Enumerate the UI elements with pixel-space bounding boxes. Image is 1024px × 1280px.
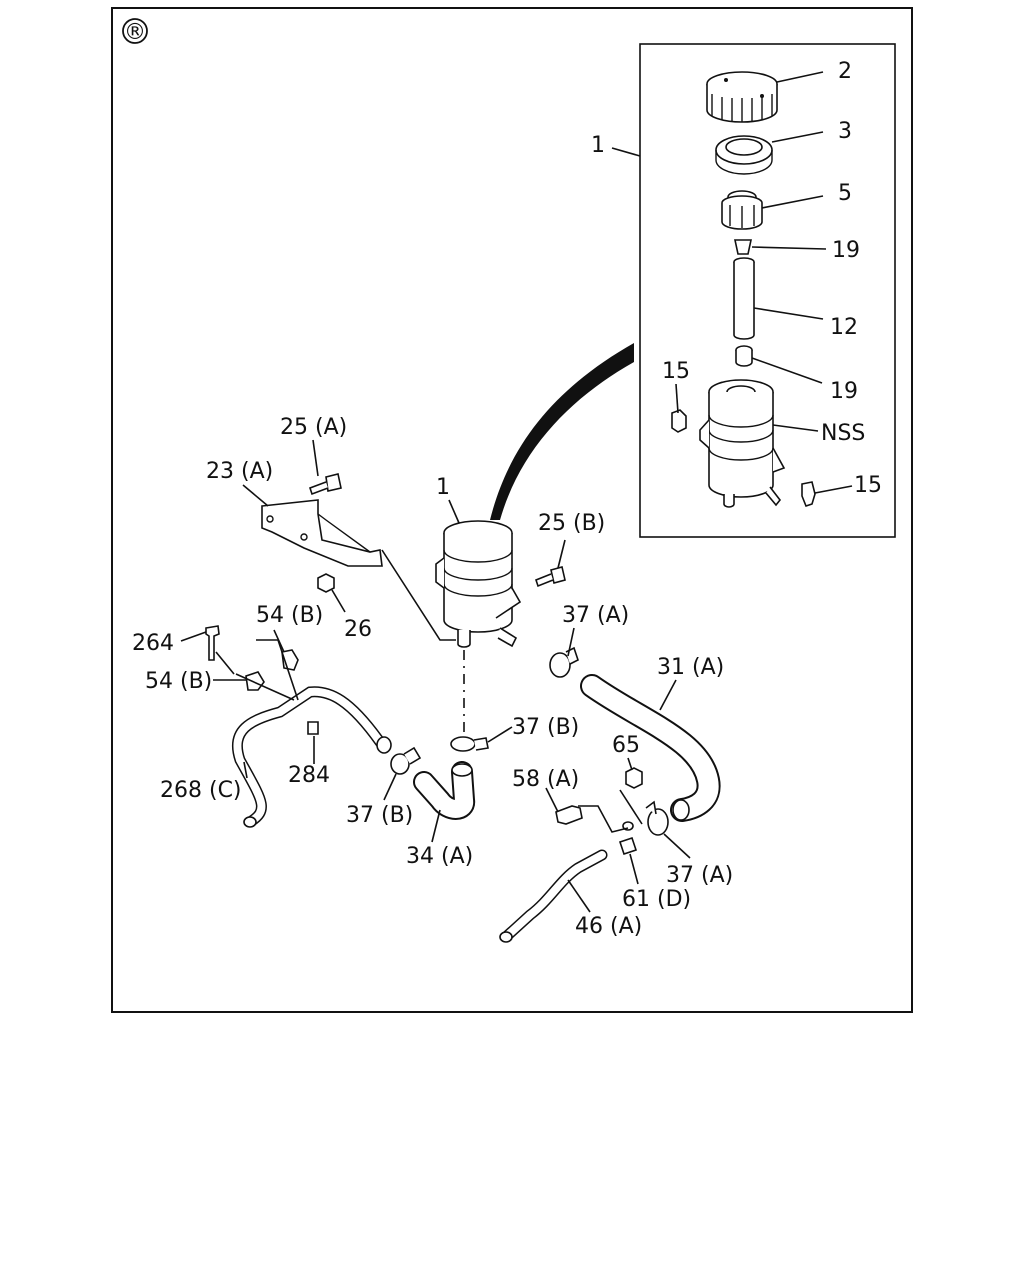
label-1-inset: 1	[591, 133, 605, 158]
label-3: 3	[838, 119, 852, 144]
inset-connector-band	[490, 343, 634, 520]
part-hose-34a-inner	[415, 763, 474, 818]
label-31a: 31 (A)	[657, 655, 724, 680]
label-2: 2	[838, 59, 852, 84]
label-15-upper: 15	[662, 359, 690, 384]
label-37b-low: 37 (B)	[346, 803, 413, 828]
part-clamp-37a-low	[645, 800, 669, 836]
part-bolt-25b	[535, 566, 566, 588]
label-54b-left: 54 (B)	[145, 669, 212, 694]
label-26: 26	[344, 617, 372, 642]
label-15-lower: 15	[854, 473, 882, 498]
label-58a: 58 (A)	[512, 767, 579, 792]
part-strainer	[721, 190, 763, 230]
label-19-lower: 19	[830, 379, 858, 404]
part-bolt-264	[205, 625, 220, 661]
part-bolt-25a	[308, 473, 342, 496]
part-clip-upper	[671, 409, 687, 433]
part-hose-31a-inner	[582, 676, 719, 820]
label-268c: 268 (C)	[160, 778, 242, 803]
part-seal-upper	[734, 239, 752, 255]
part-pipe-268c	[231, 686, 392, 828]
part-seal-lower	[735, 345, 753, 367]
label-37a-low: 37 (A)	[666, 863, 733, 888]
label-264: 264	[132, 631, 174, 656]
inset-leaders	[611, 71, 853, 494]
part-clamp-37b-low	[390, 746, 422, 775]
label-34a: 34 (A)	[406, 844, 473, 869]
part-hose-34a-end	[451, 763, 473, 777]
part-filter-tube	[733, 257, 755, 340]
label-5: 5	[838, 181, 852, 206]
label-61d: 61 (D)	[622, 887, 691, 912]
main-leaders	[180, 439, 691, 913]
part-nut-65	[625, 767, 643, 789]
part-bracket-23a	[261, 499, 383, 567]
label-65: 65	[612, 733, 640, 758]
label-37b-mid: 37 (B)	[512, 715, 579, 740]
label-46a: 46 (A)	[575, 914, 642, 939]
part-clamp-37a-top	[549, 646, 579, 678]
part-nut-26	[317, 573, 335, 593]
label-25b: 25 (B)	[538, 511, 605, 536]
part-clamp-37b-mid	[450, 736, 489, 752]
part-clip-54b-left	[245, 671, 265, 691]
callout-labels: 1 2 3 5 19 12 19 15 NSS 15 25 (A) 23 (A)…	[132, 59, 882, 939]
part-clip-lower	[801, 481, 816, 507]
inset-frame	[639, 43, 896, 538]
label-1-main: 1	[436, 475, 450, 500]
part-hose-31a-end	[672, 799, 690, 821]
part-clip-284	[307, 721, 319, 735]
label-19-upper: 19	[832, 238, 860, 263]
part-reservoir-body	[699, 379, 786, 508]
label-37a-top: 37 (A)	[562, 603, 629, 628]
label-nss: NSS	[821, 421, 865, 446]
label-23a: 23 (A)	[206, 459, 273, 484]
diagram-frame	[111, 7, 913, 1013]
label-54b-top: 54 (B)	[256, 603, 323, 628]
part-pipe-46a	[499, 849, 608, 943]
label-284: 284	[288, 763, 330, 788]
part-cap	[706, 71, 778, 123]
part-fitting-61d	[618, 821, 638, 856]
part-gasket	[715, 135, 773, 175]
part-bolt-58a	[555, 805, 583, 825]
registered-mark-icon: ®	[122, 18, 148, 45]
part-reservoir-main	[435, 520, 522, 648]
registered-mark-text: ®	[124, 20, 146, 45]
label-12: 12	[830, 315, 858, 340]
label-25a: 25 (A)	[280, 415, 347, 440]
